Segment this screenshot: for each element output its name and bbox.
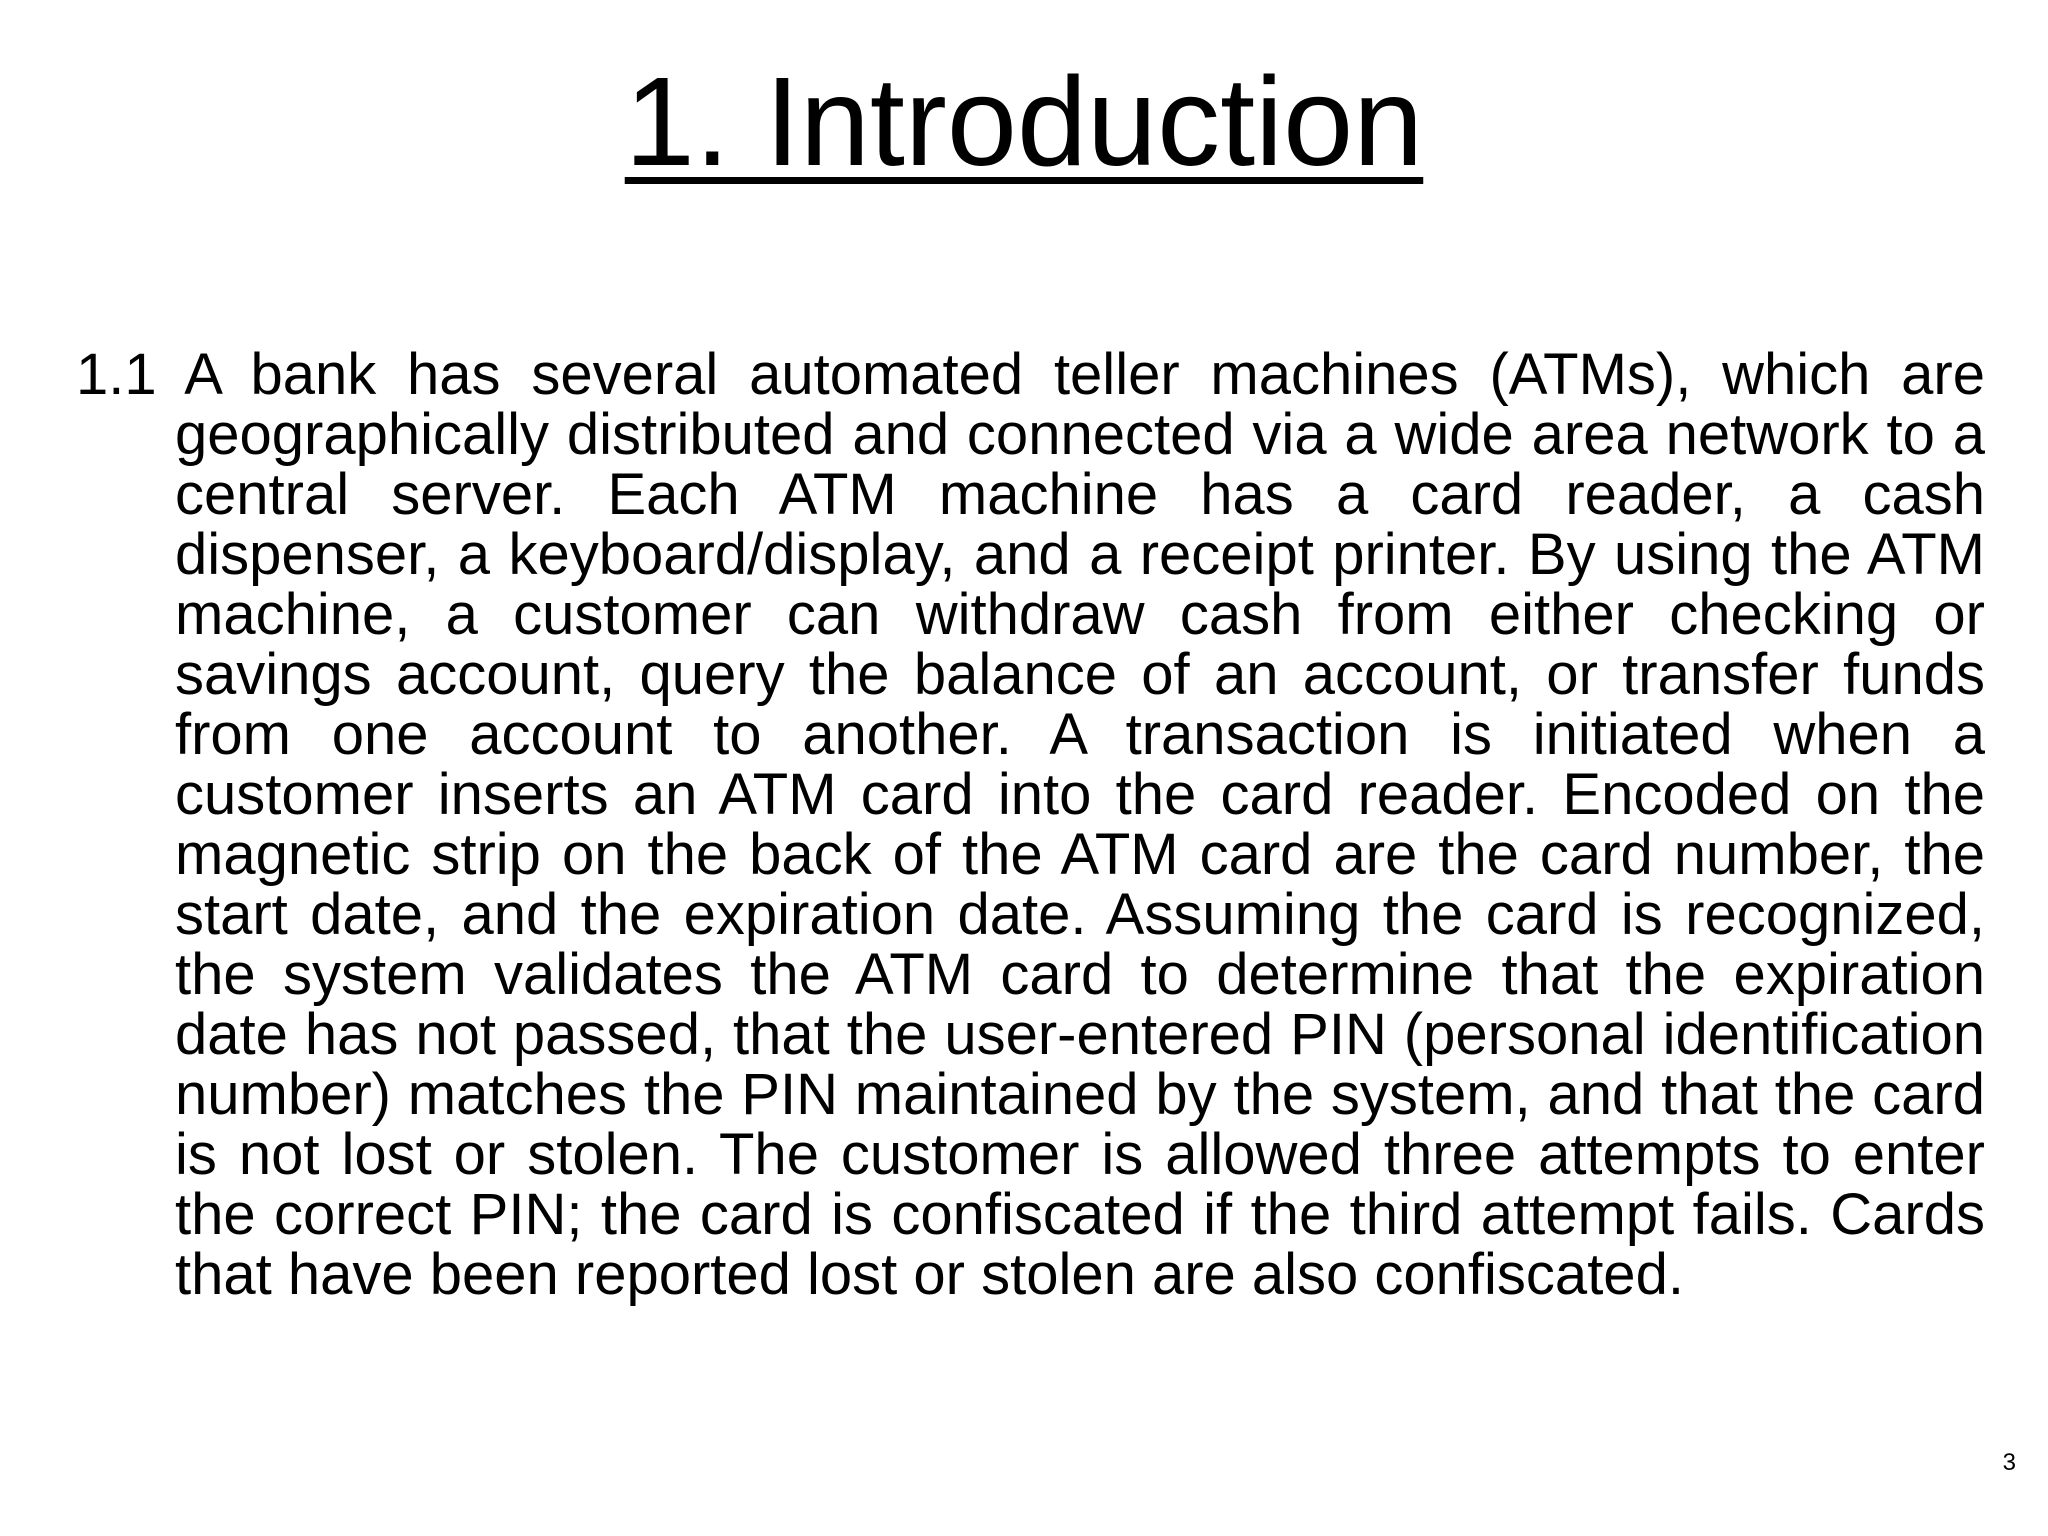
page-number: 3 (2002, 1449, 2016, 1476)
slide-title-text: 1. Introduction (624, 51, 1424, 192)
slide-title: 1. Introduction (0, 52, 2048, 192)
body-paragraph: 1.1 A bank has several automated teller … (76, 342, 1985, 1307)
